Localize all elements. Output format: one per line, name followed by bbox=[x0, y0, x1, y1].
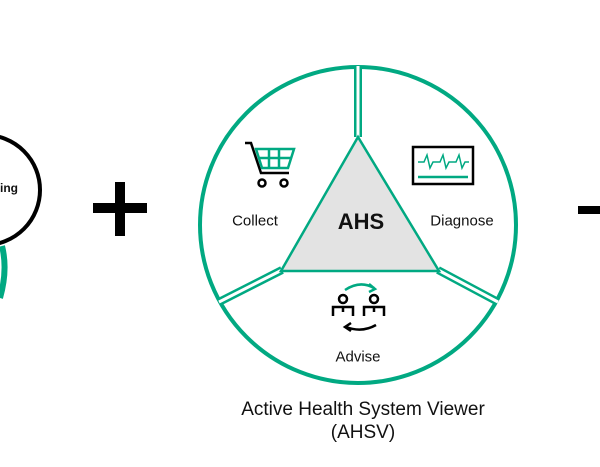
caption-line2: (AHSV) bbox=[330, 422, 396, 443]
minus-icon bbox=[578, 206, 600, 214]
plus-icon bbox=[93, 182, 147, 236]
segment-label-diagnose: Diagnose bbox=[430, 212, 494, 230]
center-label-ahs: AHS bbox=[337, 209, 385, 234]
left-circle bbox=[0, 135, 42, 245]
people-exchange-icon bbox=[331, 283, 386, 333]
ahs-triangle bbox=[278, 134, 442, 273]
segment-label-advise: Advise bbox=[335, 348, 381, 366]
left-green-arc bbox=[0, 245, 8, 299]
left-circle-label: ing bbox=[0, 181, 18, 195]
segment-label-collect: Collect bbox=[232, 212, 278, 230]
caption-line1: Active Health System Viewer bbox=[241, 399, 485, 420]
heart-monitor-icon bbox=[411, 145, 475, 186]
caption: Active Health System Viewer (AHSV) bbox=[241, 398, 485, 444]
segment-dividers bbox=[217, 66, 500, 306]
shopping-cart-icon bbox=[245, 141, 296, 188]
